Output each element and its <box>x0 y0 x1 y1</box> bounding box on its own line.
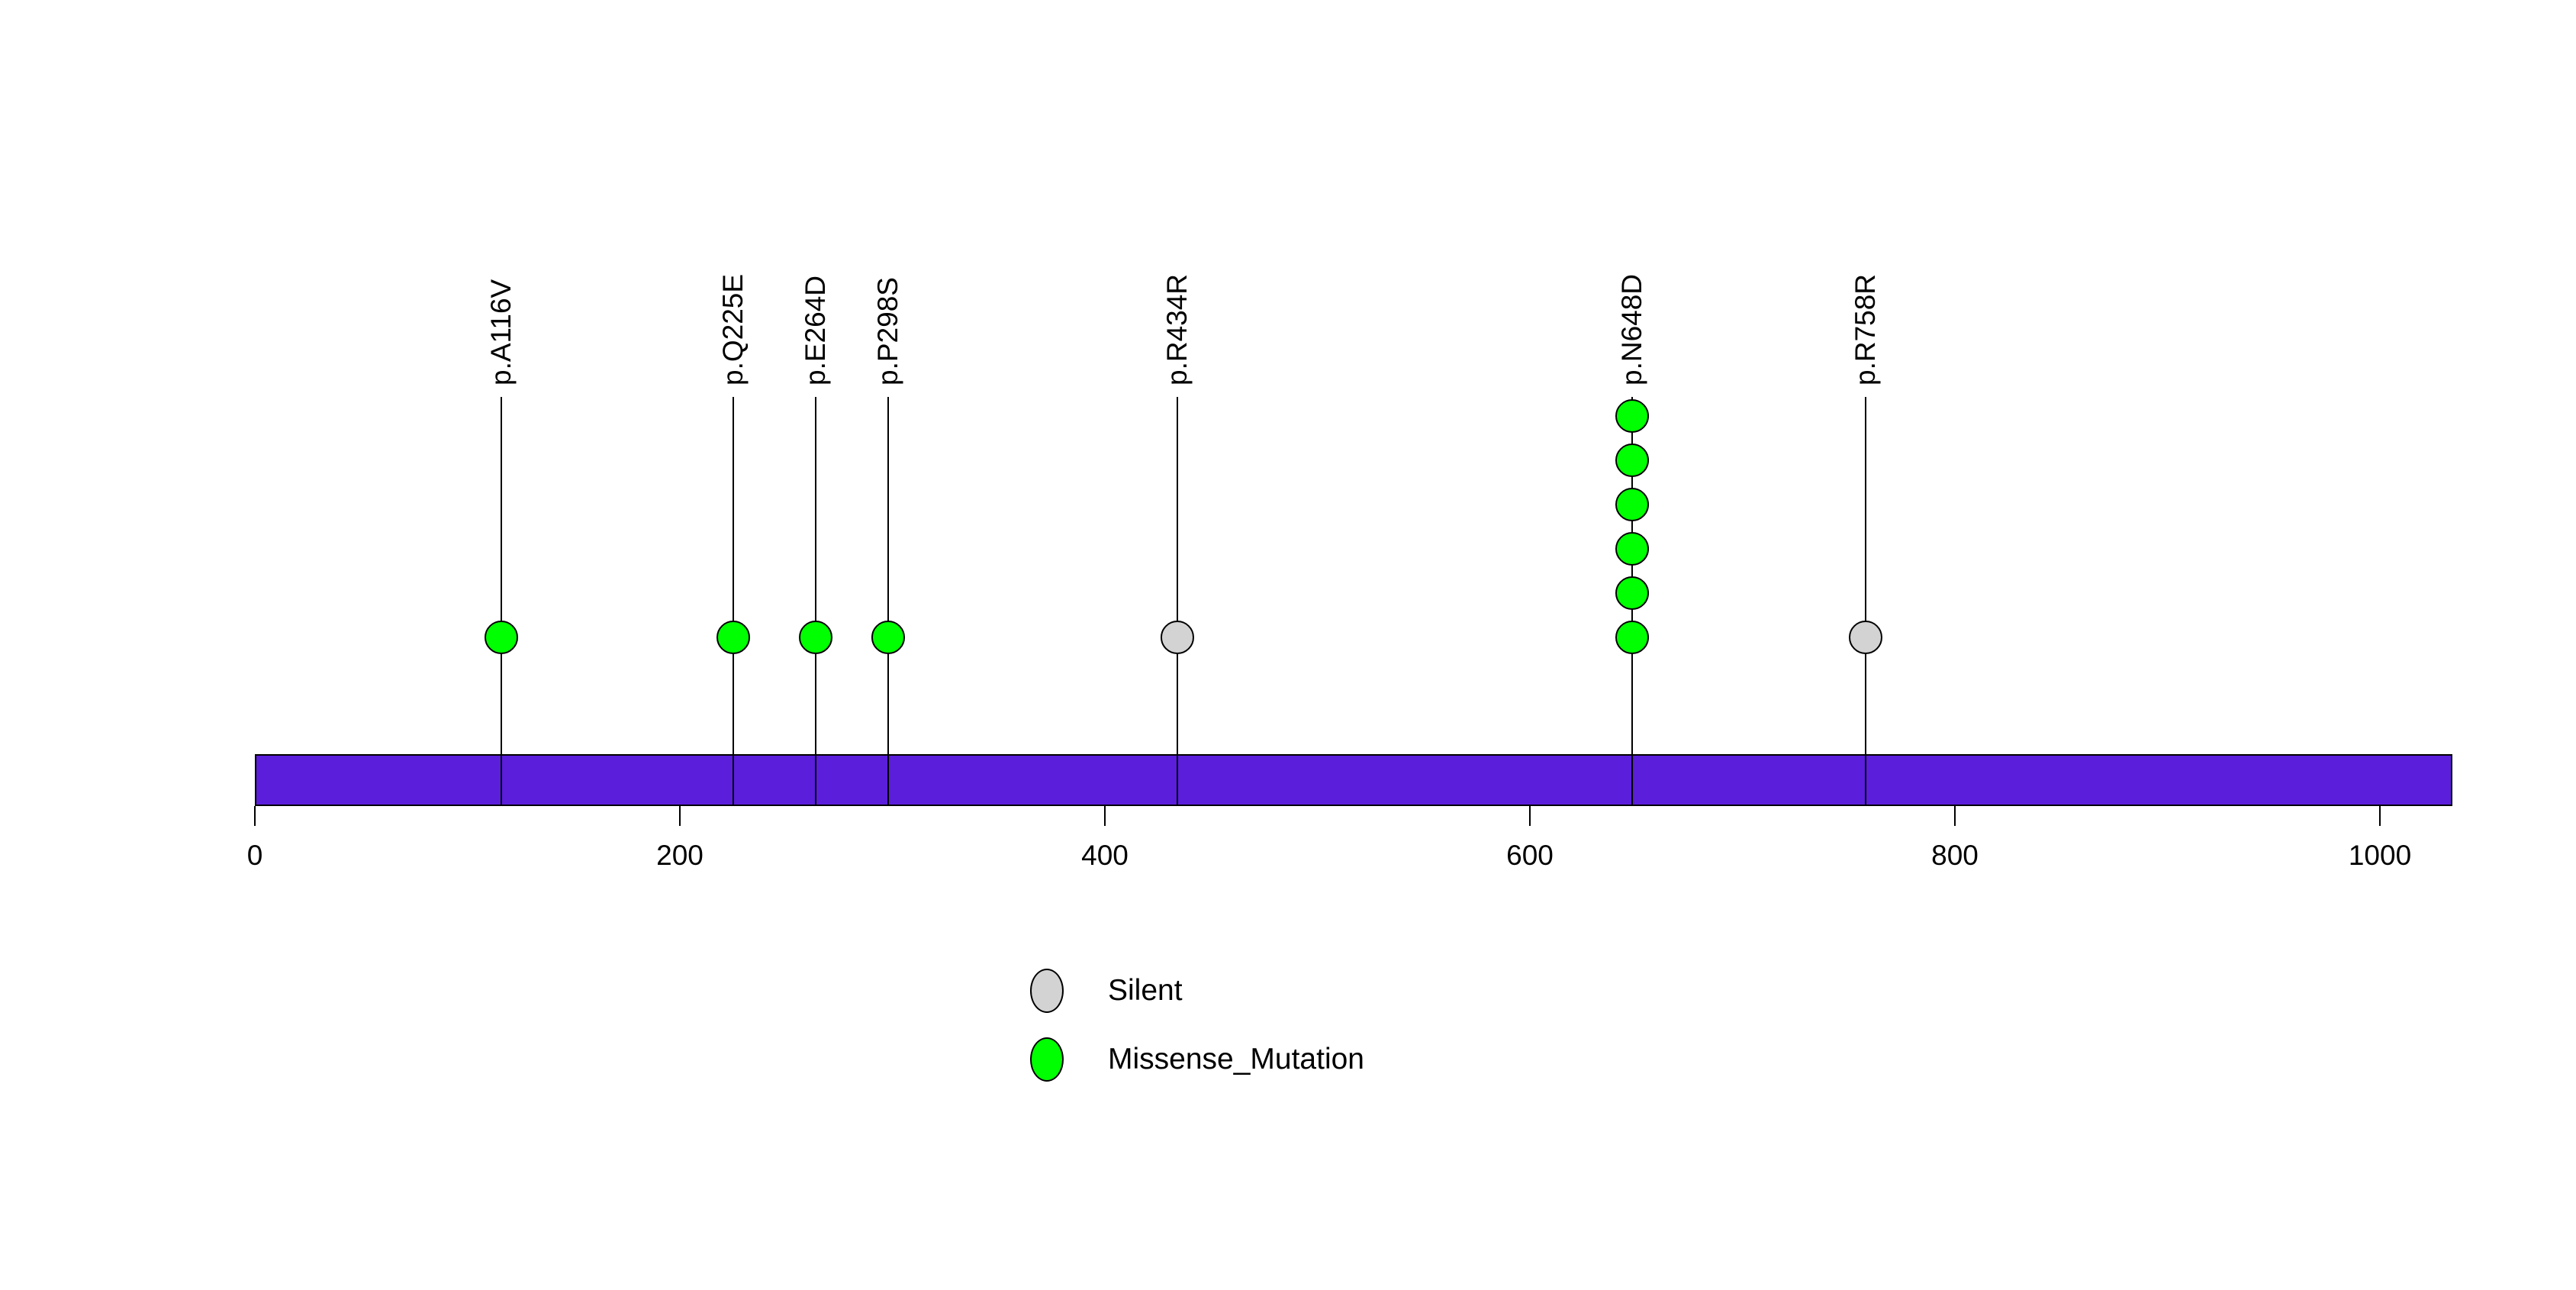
legend-label: Missense_Mutation <box>1108 1043 1364 1076</box>
axis-tick <box>1954 806 1956 826</box>
axis-tick-label: 800 <box>1931 840 1979 871</box>
axis-tick <box>254 806 256 826</box>
axis-tick-label: 400 <box>1081 840 1129 871</box>
lollipop-stem <box>1176 397 1178 806</box>
mutation-circle <box>1849 621 1883 654</box>
mutation-circle <box>1615 576 1649 610</box>
lollipop-stem <box>501 397 503 806</box>
mutation-circle <box>1160 621 1194 654</box>
mutation-circle <box>871 621 905 654</box>
mutation-circle <box>1615 443 1649 477</box>
mutation-circle <box>799 621 833 654</box>
mutation-circle <box>1615 621 1649 654</box>
axis-tick-label: 0 <box>246 840 263 871</box>
lollipop-stem <box>1865 397 1867 806</box>
lollipop-stem <box>732 397 734 806</box>
lollipop-stem <box>887 397 889 806</box>
axis-tick <box>1529 806 1531 826</box>
protein-bar <box>255 754 2452 806</box>
axis-tick <box>679 806 681 826</box>
axis-tick <box>2379 806 2381 826</box>
axis-tick-label: 1000 <box>2348 840 2412 871</box>
lollipop-stem <box>815 397 817 806</box>
mutation-circle <box>1615 488 1649 521</box>
mutation-circle <box>716 621 750 654</box>
mutation-circle <box>1615 399 1649 433</box>
legend-label: Silent <box>1108 974 1183 1007</box>
axis-tick-label: 200 <box>656 840 704 871</box>
axis-tick-label: 600 <box>1506 840 1554 871</box>
legend-marker <box>1030 1037 1064 1082</box>
legend-marker <box>1030 969 1064 1013</box>
axis-tick <box>1104 806 1106 826</box>
mutation-circle <box>485 621 519 654</box>
mutation-circle <box>1615 532 1649 566</box>
